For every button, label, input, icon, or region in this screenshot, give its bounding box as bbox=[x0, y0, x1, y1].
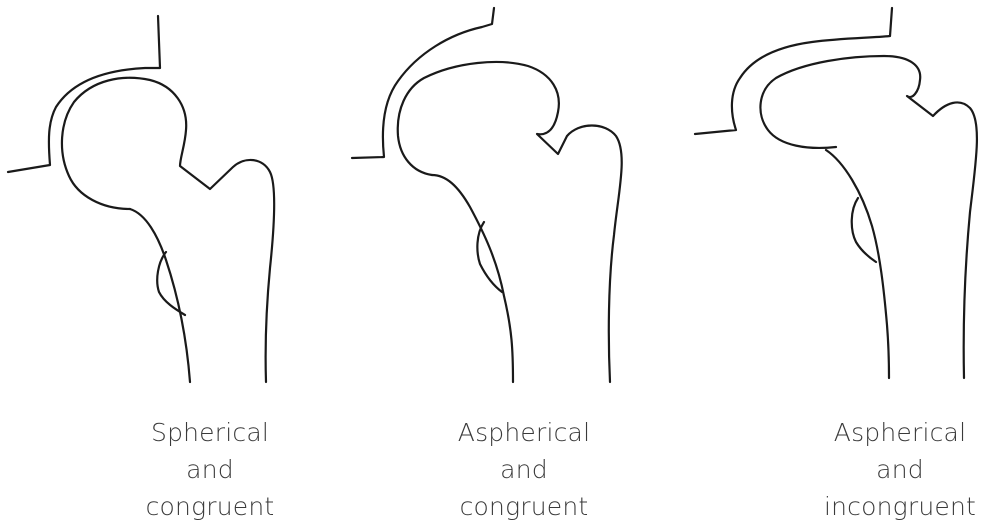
acetabulum-outline bbox=[352, 8, 494, 158]
caption-line: congruent bbox=[414, 488, 634, 525]
panel-spherical-congruent bbox=[8, 16, 274, 382]
caption-line: incongruent bbox=[790, 488, 992, 525]
femoral-head-outline bbox=[398, 62, 622, 382]
greater-trochanter-outline bbox=[477, 222, 502, 292]
panel-aspherical-congruent bbox=[352, 8, 622, 382]
caption-spherical-congruent: Spherical and congruent bbox=[100, 414, 320, 525]
caption-line: Spherical bbox=[100, 414, 320, 451]
acetabulum-outline bbox=[8, 16, 160, 172]
caption-line: Aspherical bbox=[790, 414, 992, 451]
greater-trochanter-outline bbox=[157, 252, 185, 315]
caption-line: and bbox=[414, 451, 634, 488]
caption-aspherical-incongruent: Aspherical and incongruent bbox=[790, 414, 992, 525]
femoral-neck-outline bbox=[432, 175, 513, 382]
femoral-neck-outline bbox=[826, 150, 889, 378]
femoral-head-outline bbox=[62, 78, 274, 382]
caption-line: and bbox=[790, 451, 992, 488]
caption-aspherical-congruent: Aspherical and congruent bbox=[414, 414, 634, 525]
caption-line: Aspherical bbox=[414, 414, 634, 451]
caption-line: congruent bbox=[100, 488, 320, 525]
caption-line: and bbox=[100, 451, 320, 488]
panel-aspherical-incongruent bbox=[695, 8, 977, 378]
